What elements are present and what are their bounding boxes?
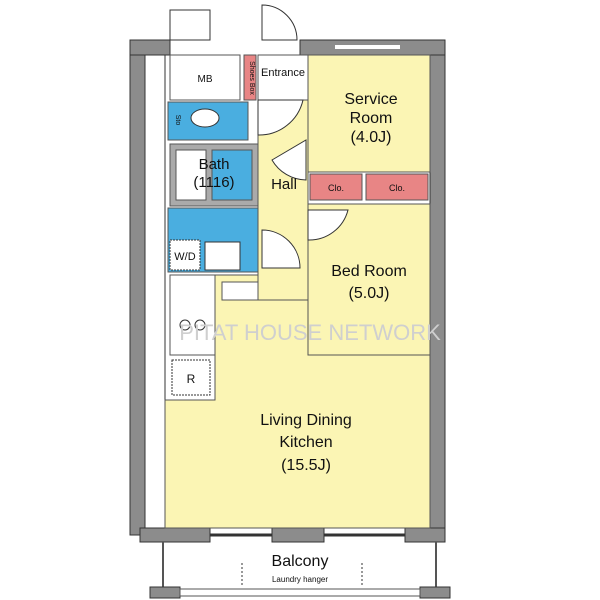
service-room-label-2: Room	[350, 110, 393, 127]
toilet-door[interactable]	[257, 99, 304, 136]
balcony-railing	[179, 588, 421, 597]
closet-2-label: Clo.	[389, 183, 405, 193]
stove-burner-icon	[194, 319, 206, 331]
closet-1-label: Clo.	[328, 183, 344, 193]
wall-bottom-right	[404, 527, 446, 543]
bathtub-icon	[175, 149, 207, 201]
ldk-label-1: Living Dining	[260, 412, 352, 429]
hall-label: Hall	[271, 176, 297, 193]
washroom-door[interactable]	[261, 229, 301, 269]
fridge-space	[171, 359, 211, 396]
kitchen-sink-icon	[221, 281, 259, 301]
entrance-label: Entrance	[261, 67, 305, 79]
wd-label: W/D	[174, 251, 195, 263]
watermark: PITAT HOUSE NETWORK	[179, 320, 441, 345]
shoes-box-label: Shoes Box	[248, 61, 255, 95]
closet-1	[309, 173, 363, 201]
shoes-box	[243, 54, 257, 101]
wall-right	[429, 39, 446, 536]
mb-closet	[169, 54, 241, 101]
balcony-post-left	[149, 586, 181, 599]
ldk-label-2: Kitchen	[279, 434, 332, 451]
shaft	[144, 54, 166, 529]
service-room	[307, 54, 431, 173]
bath-size: (1116)	[193, 174, 234, 191]
service-room-size: (4.0J)	[351, 129, 392, 146]
wall-top-left	[129, 39, 171, 56]
wall-bottom-left	[139, 527, 211, 543]
mb-label: MB	[198, 74, 213, 85]
laundry-hanger-label: Laundry hanger	[272, 575, 328, 584]
bedroom-door[interactable]	[307, 209, 349, 241]
kitchen-counter	[169, 274, 216, 356]
entrance-door[interactable]	[261, 4, 298, 41]
stove-burner-icon	[179, 319, 191, 331]
bed-room-label: Bed Room	[331, 263, 407, 280]
fridge-label: R	[187, 372, 196, 386]
balcony-post-right	[419, 586, 451, 599]
shower-area	[211, 149, 253, 201]
toilet-storage-label: Sto	[174, 115, 181, 126]
wall-bottom-mid	[271, 527, 325, 543]
wall-left	[129, 39, 146, 536]
ldk-size: (15.5J)	[281, 457, 331, 474]
closet-2	[365, 173, 429, 201]
mb-door[interactable]	[169, 9, 211, 41]
balcony-label: Balcony	[272, 553, 329, 570]
bath-door[interactable]	[271, 139, 307, 181]
sink-icon	[204, 241, 241, 271]
washer-space	[169, 239, 201, 271]
bed-room-size: (5.0J)	[349, 285, 390, 302]
bath-label: Bath	[199, 156, 230, 173]
entrance-area	[257, 54, 309, 101]
toilet-icon	[190, 108, 220, 128]
service-room-label-1: Service	[344, 91, 397, 108]
